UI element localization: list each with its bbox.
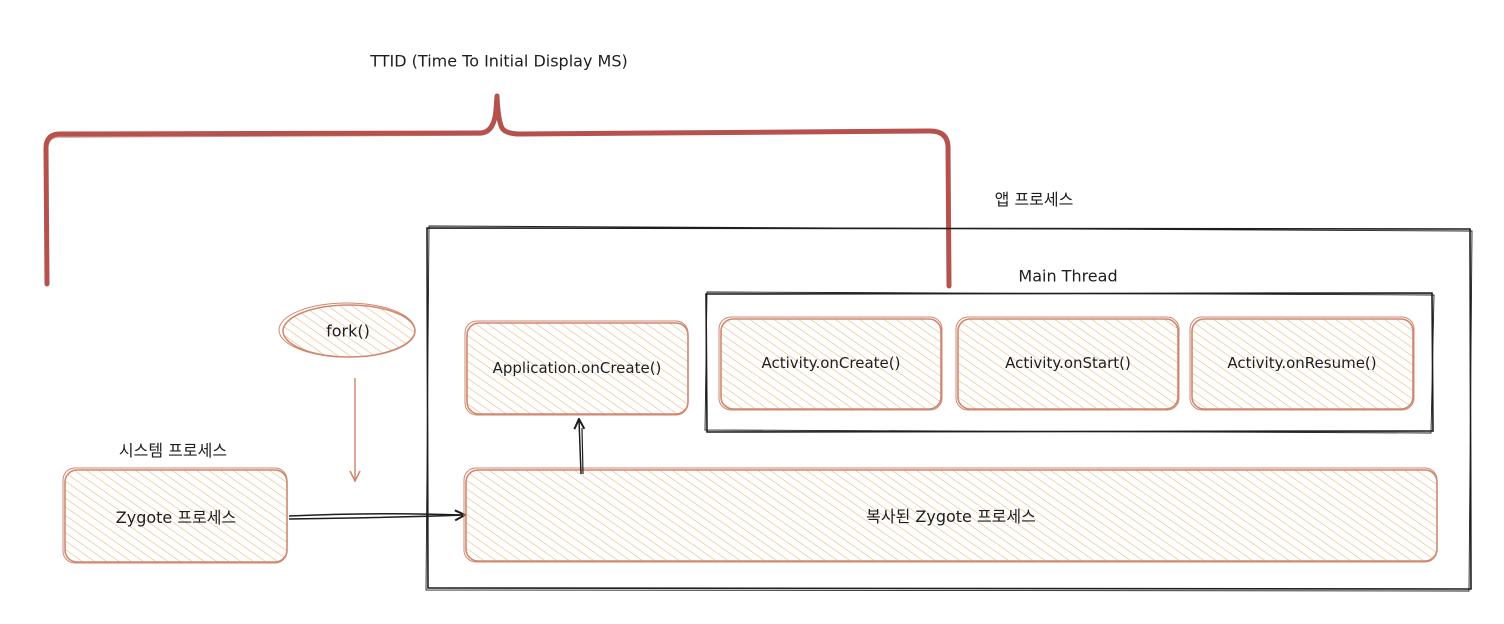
activity-onstart-label: Activity.onStart() [1005, 354, 1131, 372]
activity-onresume-box [1189, 316, 1415, 411]
zygote-process-box [62, 467, 288, 564]
ttid-label: TTID (Time To Initial Display MS) [370, 51, 628, 71]
main-thread-label: Main Thread [1018, 266, 1118, 286]
copied-zygote-process-box [463, 467, 1438, 563]
application-oncreate-box [464, 320, 689, 416]
app-process-label: 앱 프로세스 [994, 190, 1074, 209]
copy-to-application-arrow [579, 420, 583, 475]
activity-onresume-label: Activity.onResume() [1227, 354, 1377, 372]
activity-onstart-box [955, 316, 1180, 411]
activity-oncreate-box [718, 316, 943, 411]
system-process-label: 시스템 프로세스 [118, 441, 228, 460]
ttid-brace [43, 93, 952, 289]
app-process-box [426, 227, 1472, 590]
fork-ellipse [278, 302, 416, 358]
application-oncreate-label: Application.onCreate() [492, 359, 662, 377]
main-thread-box [705, 292, 1434, 433]
zygote-label: Zygote 프로세스 [115, 508, 237, 527]
zygote-to-copy-arrow [288, 514, 464, 519]
activity-oncreate-label: Activity.onCreate() [761, 354, 901, 372]
fork-label: fork() [326, 321, 370, 341]
copied-zygote-label: 복사된 Zygote 프로세스 [866, 507, 1036, 526]
